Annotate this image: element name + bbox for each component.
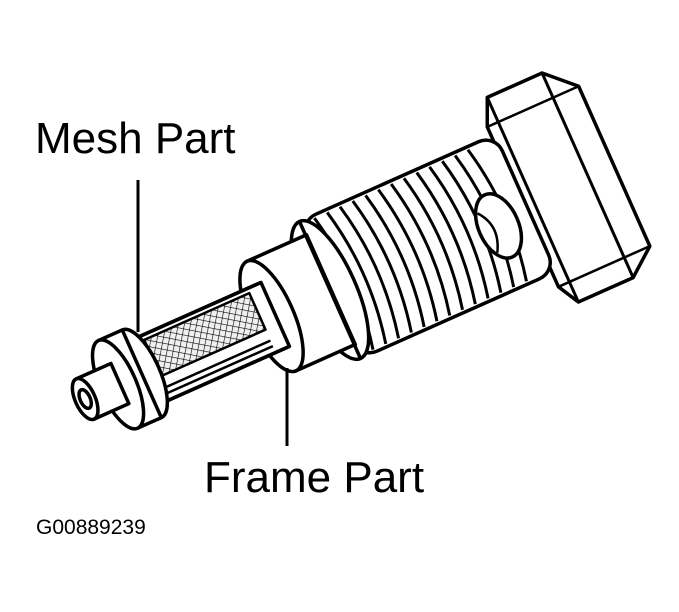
thread-ring xyxy=(402,177,464,311)
thread-ring xyxy=(364,194,426,328)
mesh-part-label: Mesh Part xyxy=(35,114,236,163)
nose-tip xyxy=(70,361,131,422)
thread-ring xyxy=(326,211,388,345)
thread-ring xyxy=(377,188,439,322)
threaded-body xyxy=(303,138,552,355)
strainer-part-drawing xyxy=(70,71,652,431)
thread-lines xyxy=(313,148,528,350)
thread-ring xyxy=(415,171,477,305)
hex-head xyxy=(485,71,652,304)
side-hole xyxy=(473,192,524,260)
thread-ring xyxy=(389,183,452,316)
thread-ring xyxy=(428,165,490,299)
figure-id-label: G00889239 xyxy=(36,516,146,539)
thread-ring xyxy=(351,200,413,333)
frame-part-label: Frame Part xyxy=(204,453,424,502)
thread-ring xyxy=(338,205,401,339)
frame-part xyxy=(122,280,292,410)
